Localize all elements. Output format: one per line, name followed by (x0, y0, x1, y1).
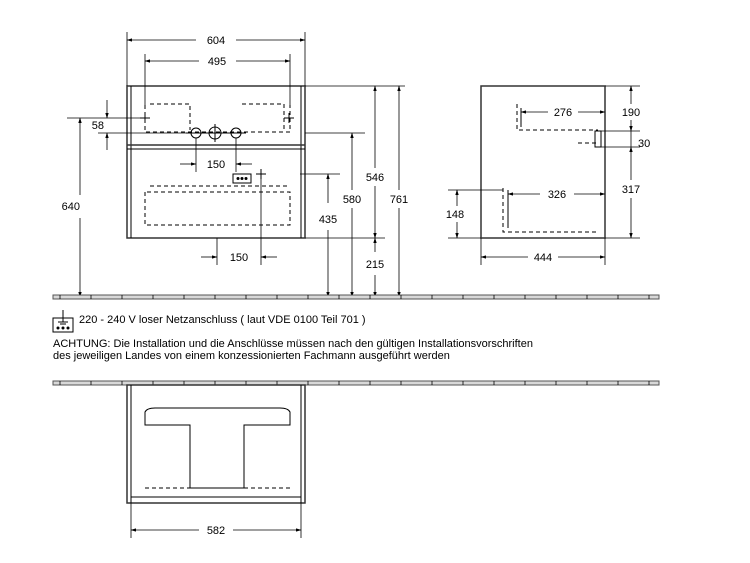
tap-connections (186, 124, 246, 142)
wall-line (52, 380, 660, 386)
floor-line (52, 294, 660, 300)
dim-317: 317 (622, 184, 640, 196)
electrical-note: 220 - 240 V loser Netzanschluss ( laut V… (79, 314, 366, 326)
dim-276: 276 (554, 107, 572, 119)
dim-546: 546 (366, 172, 384, 184)
dim-582: 582 (207, 525, 225, 537)
dim-444: 444 (534, 252, 552, 264)
dim-604: 604 (207, 35, 225, 47)
front-view: 604 495 58 640 150 150 (62, 32, 408, 298)
plan-outline (126, 384, 306, 504)
side-view: 276 326 190 30 317 148 444 (446, 85, 650, 265)
socket-symbol (232, 173, 252, 184)
dim-190: 190 (622, 107, 640, 119)
dim-215: 215 (366, 259, 384, 271)
side-outline (480, 85, 606, 239)
dim-495: 495 (208, 56, 226, 68)
dim-58: 58 (92, 120, 104, 132)
dim-326: 326 (548, 189, 566, 201)
dim-640: 640 (62, 201, 80, 213)
dim-580: 580 (343, 194, 361, 206)
warning-line-2: des jeweiligen Landes von einem konzessi… (53, 350, 450, 362)
cabinet-outline (126, 85, 306, 239)
dim-435: 435 (319, 214, 337, 226)
dim-761: 761 (390, 194, 408, 206)
warning-line-1: ACHTUNG: Die Installation und die Anschl… (53, 338, 533, 350)
dim-150-taps: 150 (207, 159, 225, 171)
dim-150-socket: 150 (230, 252, 248, 264)
power-socket-icon (52, 310, 74, 333)
plan-view: 582 (126, 384, 306, 538)
dim-30: 30 (638, 138, 650, 150)
dim-148: 148 (446, 209, 464, 221)
